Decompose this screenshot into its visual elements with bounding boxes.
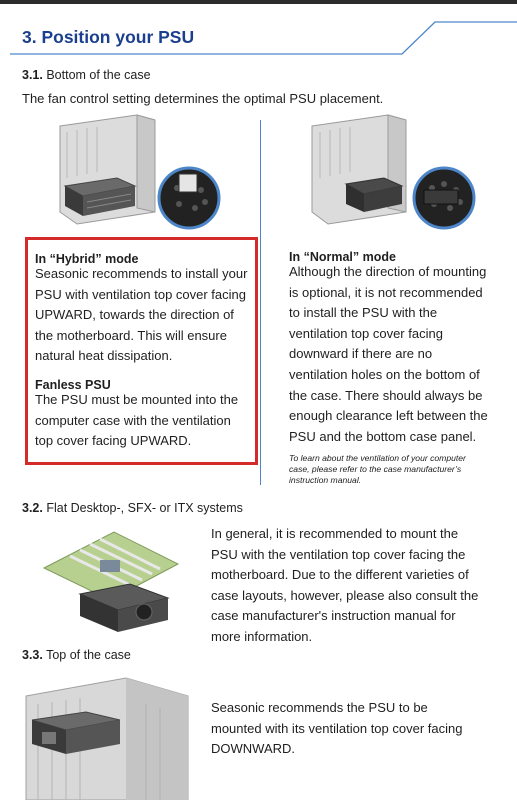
normal-mode-text: Although the direction of mounting is op… [289, 262, 488, 447]
top-rule [0, 0, 517, 4]
intro-text: The fan control setting determines the o… [22, 91, 384, 106]
text-line: PSU and the bottom case panel. [289, 428, 477, 444]
hybrid-mode-title: In “Hybrid” mode [35, 252, 139, 266]
subsection-number: 3.1. [22, 68, 43, 82]
subsection-number: 3.2. [22, 501, 43, 515]
text-line: downward if there are no [289, 346, 433, 362]
section-title: 3. Position your PSU [22, 27, 195, 47]
psu-bottom-hybrid-illustration [59, 114, 221, 230]
ventilation-note: To learn about the ventilation of your c… [289, 453, 466, 486]
normal-mode-title: In “Normal” mode [289, 250, 396, 264]
text-line: top cover facing UPWARD. [35, 433, 192, 449]
text-line: enough clearance left between the [289, 408, 488, 424]
text-line: ventilation top cover facing [289, 325, 443, 341]
flat-desktop-psu-illustration [42, 531, 180, 632]
text-line: Although the direction of mounting [289, 264, 487, 279]
subsection-3-1-label: 3.1. Bottom of the case [22, 68, 151, 82]
text-line: ventilation holes on the bottom of [289, 366, 480, 382]
text-line: motherboard. Due to the different variet… [211, 567, 469, 583]
note-line: instruction manual. [289, 475, 362, 485]
text-line: Seasonic recommends the PSU to be [211, 700, 428, 715]
fanless-psu-title: Fanless PSU [35, 378, 111, 392]
text-line: PSU with ventilation top cover facing [35, 286, 246, 302]
top-of-case-text: Seasonic recommends the PSU to be mounte… [211, 698, 462, 760]
subsection-3-3-label: 3.3. Top of the case [22, 648, 131, 662]
section-header: 3. Position your PSU [0, 16, 517, 56]
psu-bottom-normal-illustration [311, 114, 476, 230]
text-line: In general, it is recommended to mount t… [211, 526, 459, 541]
text-line: UPWARD, towards the direction of [35, 307, 234, 323]
text-line: computer case with the ventilation [35, 412, 231, 428]
hybrid-mode-text: Seasonic recommends to install your PSU … [35, 264, 247, 367]
text-line: more information. [211, 628, 313, 644]
subsection-text: Flat Desktop-, SFX- or ITX systems [42, 501, 243, 515]
text-line: the case. There should always be [289, 387, 483, 403]
text-line: to install the PSU with the [289, 305, 438, 321]
text-line: case layouts, however, please also consu… [211, 587, 479, 603]
text-line: the motherboard. This will ensure [35, 327, 227, 343]
text-line: The PSU must be mounted into the [35, 392, 239, 407]
text-line: mounted with its ventilation top cover f… [211, 720, 463, 736]
flat-desktop-text: In general, it is recommended to mount t… [211, 524, 478, 648]
header-frame [10, 21, 517, 55]
hybrid-mode-highlight-box [25, 237, 258, 465]
column-divider [260, 120, 261, 485]
text-line: is optional, it is not recommended [289, 284, 483, 300]
top-of-case-psu-illustration [25, 677, 189, 800]
fanless-psu-text: The PSU must be mounted into the compute… [35, 390, 238, 452]
subsection-text: Top of the case [42, 648, 131, 662]
subsection-3-2-label: 3.2. Flat Desktop-, SFX- or ITX systems [22, 501, 243, 515]
text-line: natural heat dissipation. [35, 348, 173, 364]
text-line: DOWNWARD. [211, 741, 296, 757]
subsection-number: 3.3. [22, 648, 43, 662]
note-line: To learn about the ventilation of your c… [289, 453, 466, 463]
text-line: PSU with the ventilation top cover facin… [211, 546, 466, 562]
subsection-text: Bottom of the case [42, 68, 151, 82]
text-line: case manufacturer's instruction manual f… [211, 608, 456, 624]
text-line: Seasonic recommends to install your [35, 266, 248, 281]
note-line: case, please refer to the case manufactu… [289, 464, 462, 474]
